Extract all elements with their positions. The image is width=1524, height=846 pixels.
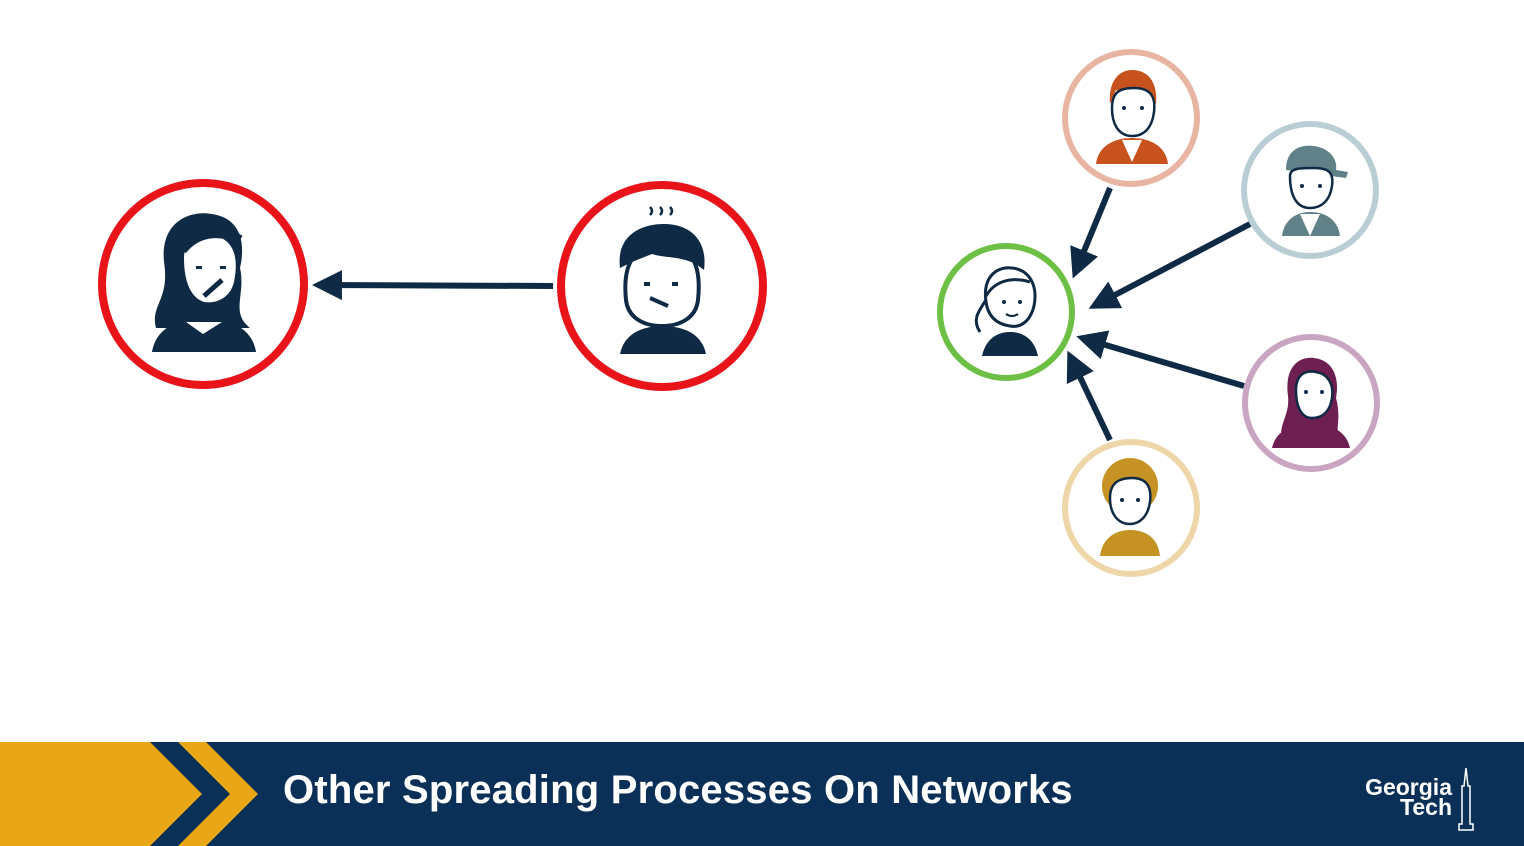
footer-banner: Other Spreading Processes On Networks Ge… [0,742,1524,846]
georgia-tech-logo: Georgia Tech [1330,768,1480,831]
sick-woman-icon [152,213,256,352]
redhead-boy-icon [1096,70,1168,164]
infected-boy-node [557,181,767,391]
peer-arrow-top [1070,186,1113,279]
peer-node-purple [1242,334,1380,472]
peer-node-yellow [1062,439,1200,577]
curly-boy-icon [1100,458,1160,556]
peer-arrow-upper-right [1088,221,1252,309]
purple-woman-icon [1272,357,1350,448]
woman-icon [974,266,1038,356]
infection-arrow [312,270,554,301]
logo-line-georgia: Georgia [1365,774,1452,800]
logo-line-tech: Tech [1400,794,1452,820]
peer-arrow-lower-right [1076,330,1245,389]
spreading-diagram [98,49,1380,577]
peer-node-orange [1062,49,1200,187]
infected-woman-node [98,179,308,389]
georgia-tech-tower-icon [1458,768,1474,831]
sick-boy-icon [619,206,706,354]
chevron-arrows-icon [150,742,262,846]
adopter-node [937,243,1075,381]
slide-title: Other Spreading Processes On Networks [283,768,1073,812]
cap-boy-icon [1282,145,1348,236]
peer-node-blue [1241,121,1379,259]
peer-arrow-bottom [1066,350,1113,442]
